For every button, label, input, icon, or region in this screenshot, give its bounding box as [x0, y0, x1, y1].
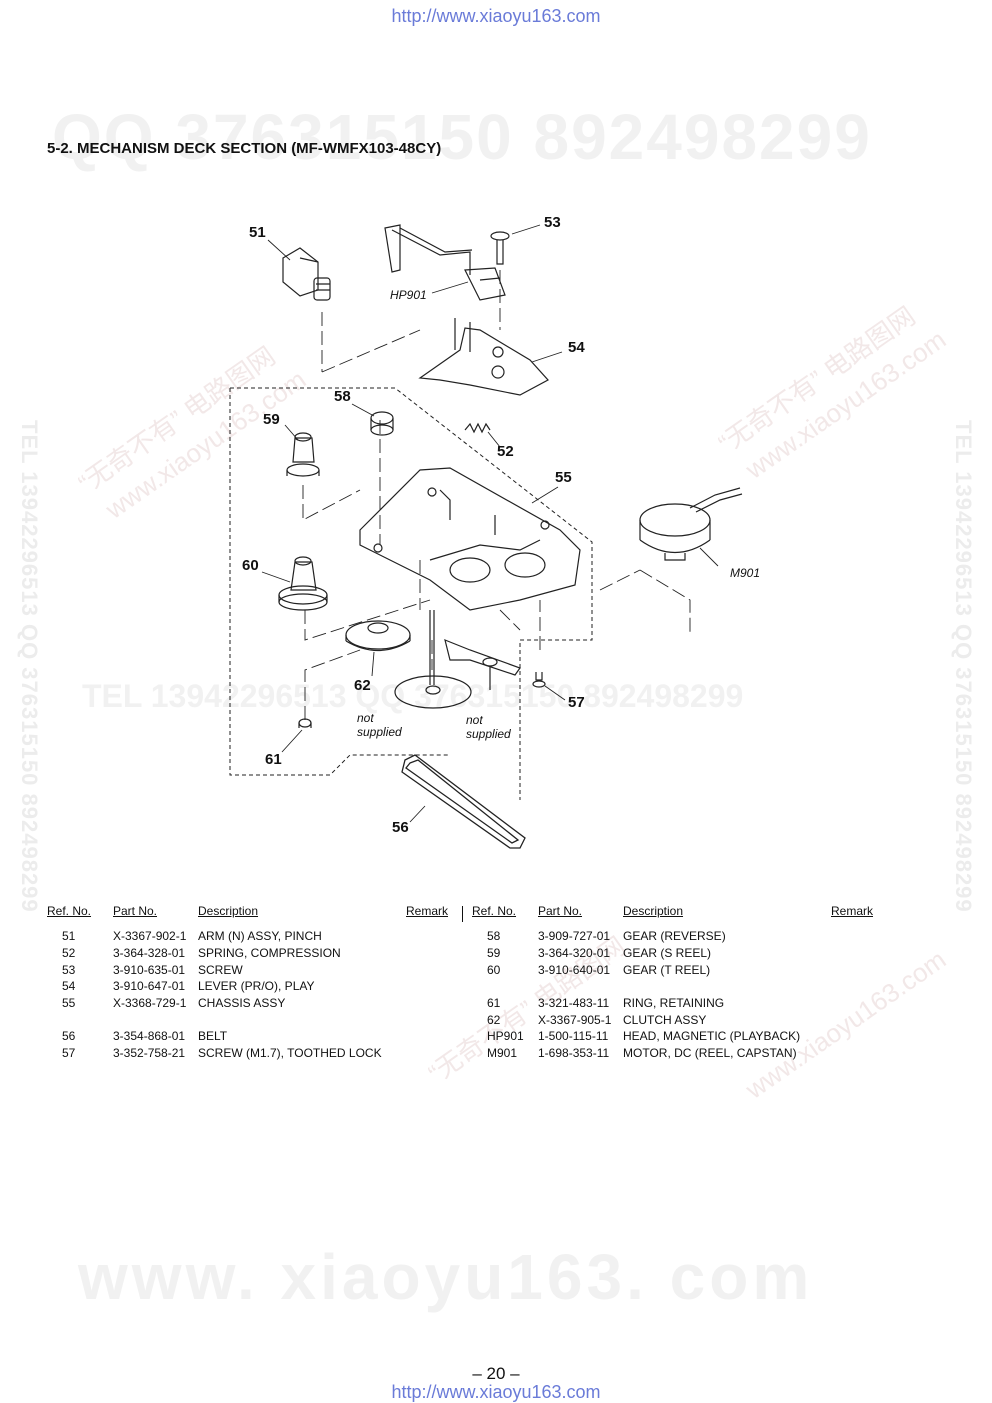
callout-57: 57: [568, 694, 585, 711]
callout-61: 61: [265, 751, 282, 768]
table-row-part: 3-364-328-01: [113, 946, 186, 960]
watermark-middle: TEL 13942296513 QQ 376315150 892498299: [82, 678, 744, 714]
table-row-ref: HP901: [487, 1029, 524, 1043]
part-55-chassis: [359, 467, 581, 611]
label-not-supplied: supplied: [466, 727, 511, 741]
part-m901-motor: [639, 487, 743, 561]
table-row-desc: BELT: [198, 1029, 228, 1043]
table-row-ref: 56: [62, 1029, 76, 1043]
label-not-supplied: not: [466, 713, 483, 727]
col-header-desc-left: Description: [198, 904, 259, 918]
table-row-desc: MOTOR, DC (REEL, CAPSTAN): [623, 1046, 797, 1060]
table-row-desc: LEVER (PR/O), PLAY: [198, 979, 315, 993]
table-row-ref: M901: [487, 1046, 518, 1060]
table-row-part: X-3367-905-1: [538, 1013, 612, 1027]
table-row-part: X-3367-902-1: [113, 929, 187, 943]
table-row-part: 1-500-115-11: [538, 1029, 609, 1043]
callout-59: 59: [263, 411, 280, 428]
table-row-part: 3-352-758-21: [113, 1046, 186, 1060]
table-row-desc: GEAR (T REEL): [623, 963, 711, 977]
watermark-top: QQ 376315150 892498299: [52, 101, 872, 173]
part-57-screw: [532, 672, 546, 688]
table-row-ref: 59: [487, 946, 501, 960]
label-hp901: HP901: [390, 288, 427, 302]
table-row-part: 1-698-353-11: [538, 1046, 610, 1060]
callout-56: 56: [392, 819, 409, 836]
section-title: 5-2. MECHANISM DECK SECTION (MF-WMFX103-…: [47, 140, 442, 157]
column-divider: [462, 906, 463, 922]
label-m901: M901: [730, 566, 760, 580]
table-row-desc: SPRING, COMPRESSION: [198, 946, 341, 960]
table-row-desc: HEAD, MAGNETIC (PLAYBACK): [623, 1029, 801, 1043]
part-61-retaining-ring: [298, 718, 312, 728]
table-row-part: 3-910-647-01: [113, 979, 186, 993]
flywheel-not-supplied: [394, 610, 472, 709]
table-row-desc: GEAR (S REEL): [623, 946, 712, 960]
table-row-ref: 53: [62, 963, 76, 977]
table-row-part: X-3368-729-1: [113, 996, 187, 1010]
header-url[interactable]: http://www.xiaoyu163.com: [391, 6, 601, 26]
table-row-desc: GEAR (REVERSE): [623, 929, 726, 943]
watermark-bottom: www. xiaoyu163. com: [78, 1241, 814, 1313]
table-row-part: 3-910-635-01: [113, 963, 186, 977]
part-53-screw: [490, 231, 510, 265]
col-header-ref-left: Ref. No.: [47, 904, 92, 918]
page-number: – 20 –: [472, 1364, 520, 1383]
callout-54: 54: [568, 339, 585, 356]
col-header-part-left: Part No.: [113, 904, 158, 918]
callout-60: 60: [242, 557, 259, 574]
callout-58: 58: [334, 388, 351, 405]
table-row-ref: 57: [62, 1046, 76, 1060]
table-row-part: 3-321-483-11: [538, 996, 610, 1010]
callout-53: 53: [544, 214, 561, 231]
table-row-ref: 54: [62, 979, 76, 993]
dashed-boundary: [229, 387, 593, 800]
label-not-supplied: not: [357, 711, 374, 725]
table-row-desc: SCREW (M1.7), TOOTHED LOCK: [198, 1046, 382, 1060]
part-54-lever: [418, 318, 549, 396]
col-header-remark-left: Remark: [406, 904, 449, 918]
part-59-s-reel-gear: [286, 432, 320, 477]
table-row-desc: SCREW: [198, 963, 243, 977]
callout-55: 55: [555, 469, 572, 486]
footer-url[interactable]: http://www.xiaoyu163.com: [391, 1382, 601, 1402]
table-row-ref: 60: [487, 963, 501, 977]
table-row-ref: 62: [487, 1013, 501, 1027]
table-row-desc: CLUTCH ASSY: [623, 1013, 707, 1027]
part-52-spring: [464, 422, 491, 434]
mechanism-exploded-diagram: 51 53 54 58 59 52 55 60 62 57 61 56 HP90…: [229, 214, 760, 849]
part-56-belt: [401, 754, 526, 849]
table-row-part: 3-354-868-01: [113, 1029, 186, 1043]
callout-leaders: [261, 224, 719, 823]
table-row-ref: 55: [62, 996, 76, 1010]
table-row-part: 3-910-640-01: [538, 963, 611, 977]
table-row-part: 3-909-727-01: [538, 929, 611, 943]
capstan-arm-not-supplied: [444, 639, 521, 690]
leader-lines: [302, 270, 691, 720]
callout-62: 62: [354, 677, 371, 694]
part-51-pinch-arm: [282, 247, 331, 301]
callout-52: 52: [497, 443, 514, 460]
part-hp901-head-bracket: [384, 224, 506, 301]
table-row-ref: 52: [62, 946, 76, 960]
callout-51: 51: [249, 224, 266, 241]
col-header-desc-right: Description: [623, 904, 684, 918]
part-60-t-reel-gear: [278, 556, 328, 611]
col-header-remark-right: Remark: [831, 904, 874, 918]
table-row-desc: CHASSIS ASSY: [198, 996, 286, 1010]
table-row-ref: 51: [62, 929, 76, 943]
part-62-clutch: [345, 620, 411, 651]
part-58-reverse-gear: [370, 411, 394, 436]
watermark-side-left: TEL 13942296513 QQ 376315150 892498299: [17, 420, 42, 913]
table-row-ref: 61: [487, 996, 501, 1010]
watermark-side-right: TEL 13942296513 QQ 376315150 892498299: [951, 420, 976, 913]
label-not-supplied: supplied: [357, 725, 402, 739]
table-row-ref: 58: [487, 929, 501, 943]
table-row-desc: ARM (N) ASSY, PINCH: [198, 929, 322, 943]
watermark-diag: www.xiaoyu163.com: [740, 944, 952, 1105]
col-header-ref-right: Ref. No.: [472, 904, 517, 918]
table-row-part: 3-364-320-01: [538, 946, 611, 960]
col-header-part-right: Part No.: [538, 904, 583, 918]
table-row-desc: RING, RETAINING: [623, 996, 725, 1010]
